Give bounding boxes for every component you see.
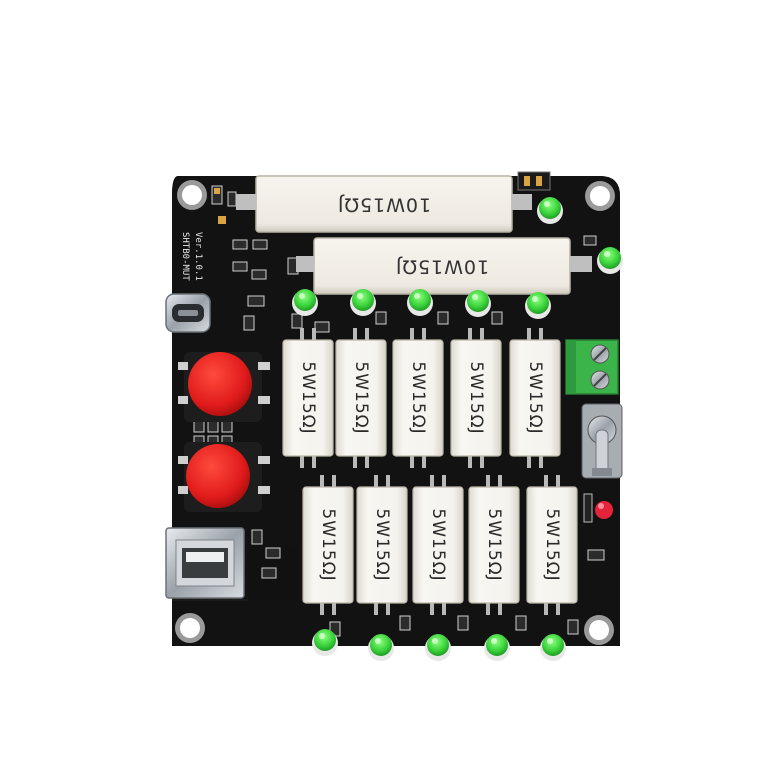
green-led [368, 634, 394, 661]
green-led [407, 289, 433, 316]
mounting-hole [585, 181, 615, 211]
green-led [484, 634, 510, 661]
resistor-label: 5W15ΩJ [298, 361, 318, 434]
cement-resistor-5w: 5W15ΩJ [509, 328, 561, 468]
usb-a-port [165, 527, 245, 599]
resistor-label: 5W15ΩJ [408, 361, 428, 434]
cement-resistor-5w: 5W15ΩJ [450, 328, 502, 468]
resistor-label: 5W15ΩJ [484, 508, 504, 581]
silkscreen-board-name: SHTB0-MUT [180, 232, 190, 281]
green-led [540, 634, 566, 661]
green-led [350, 289, 376, 316]
red-push-button[interactable] [178, 442, 270, 512]
resistor-label: 5W15ΩJ [318, 508, 338, 581]
green-led [525, 292, 551, 319]
silkscreen-version: Ver.1.0.1 [193, 232, 203, 281]
cement-resistor-5w: 5W15ΩJ [302, 475, 354, 615]
green-led [597, 247, 623, 274]
cement-resistor-5w: 5W15ΩJ [468, 475, 520, 615]
green-led [465, 290, 491, 317]
jumper-header [517, 171, 551, 191]
resistor-label: 5W15ΩJ [372, 508, 392, 581]
smd-components [193, 185, 605, 637]
screw-terminal-block [565, 339, 619, 395]
toggle-switch[interactable] [581, 403, 623, 479]
mounting-hole [584, 615, 614, 645]
resistor-label: 5W15ΩJ [525, 361, 545, 434]
resistor-label: 5W15ΩJ [466, 361, 486, 434]
resistor-label: 10W15ΩJ [395, 256, 489, 278]
resistor-label: 10W15ΩJ [337, 194, 431, 216]
red-led [583, 493, 613, 523]
cement-resistor-10w: 10W15ΩJ [296, 237, 592, 295]
green-led [425, 634, 451, 661]
resistor-label: 5W15ΩJ [428, 508, 448, 581]
cement-resistor-5w: 5W15ΩJ [335, 328, 387, 468]
cement-resistor-5w: 5W15ΩJ [392, 328, 444, 468]
usb-c-port [165, 293, 211, 333]
green-led [292, 289, 318, 316]
cement-resistor-5w: 5W15ΩJ [526, 475, 578, 615]
cement-resistor-5w: 5W15ΩJ [282, 328, 334, 468]
resistor-label: 5W15ΩJ [542, 508, 562, 581]
mounting-hole [177, 180, 207, 210]
cement-resistor-10w: 10W15ΩJ [236, 175, 532, 233]
red-push-button[interactable] [178, 352, 270, 422]
cement-resistor-5w: 5W15ΩJ [356, 475, 408, 615]
green-led [537, 197, 563, 224]
cement-resistor-5w: 5W15ΩJ [412, 475, 464, 615]
green-led [312, 629, 338, 656]
resistor-label: 5W15ΩJ [351, 361, 371, 434]
mounting-hole [175, 613, 205, 643]
